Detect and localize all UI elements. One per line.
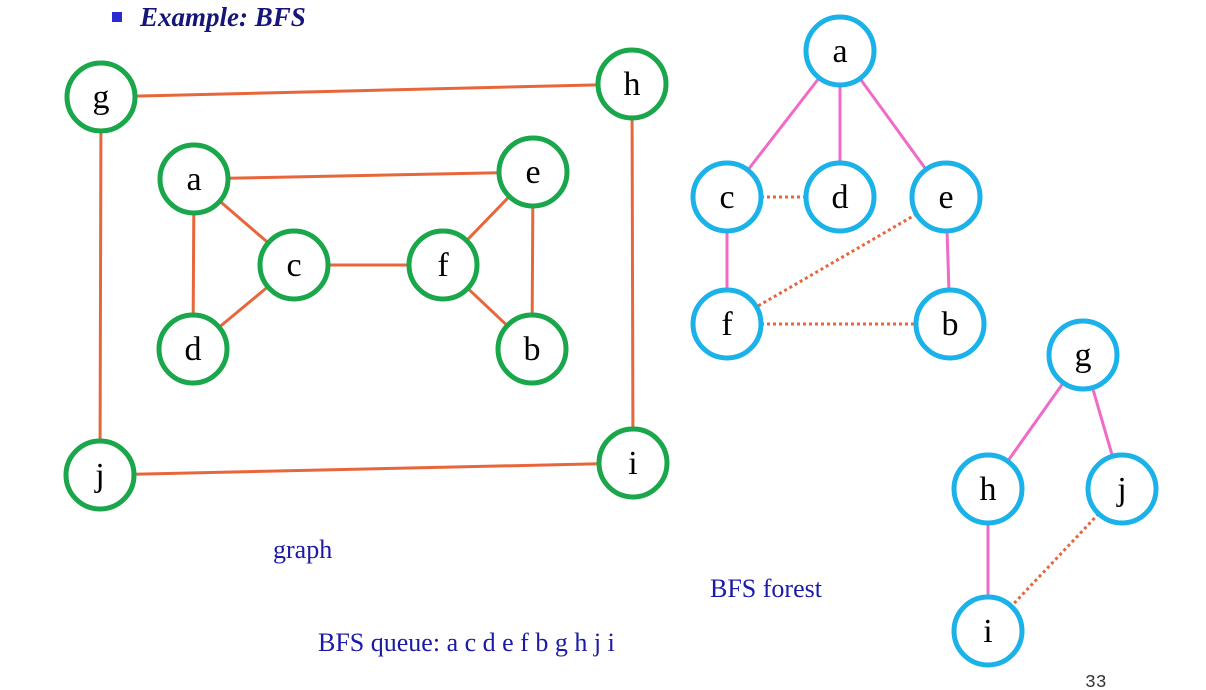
graph-node-label: j xyxy=(94,457,104,494)
queue-caption: BFS queue: a c d e f b g h j i xyxy=(318,628,615,657)
graph-node-circle xyxy=(257,228,331,302)
forest-node-circle xyxy=(1085,452,1159,526)
graph-node-label: c xyxy=(286,247,301,284)
tree-edge-a-e xyxy=(858,77,928,171)
forest-node-circle xyxy=(951,594,1025,668)
tree-edge-g-j xyxy=(1091,387,1114,457)
graph-node-h: h xyxy=(595,47,669,121)
forest-node-a: a xyxy=(803,14,877,88)
graph-node-circle xyxy=(64,60,138,134)
graph-node-circle xyxy=(406,228,480,302)
forest-node-g: g xyxy=(1046,318,1120,392)
forest-node-label: h xyxy=(980,471,997,508)
graph-edge-a-d xyxy=(191,212,196,316)
graph-node-label: g xyxy=(93,79,110,116)
forest-node-circle xyxy=(803,160,877,234)
graph-node-label: b xyxy=(524,331,541,368)
graph-node-e: e xyxy=(496,135,570,209)
graph-edge-f-e xyxy=(465,195,511,242)
slide-heading: Example: BFS xyxy=(112,2,306,33)
tree-edge-e-b xyxy=(945,230,951,291)
forest-node-circle xyxy=(1046,318,1120,392)
graph-node-i: i xyxy=(596,426,670,500)
forest-node-e: e xyxy=(909,160,983,234)
graph-node-label: a xyxy=(186,161,201,198)
forest-node-circle xyxy=(690,160,764,234)
graph-node-label: d xyxy=(185,331,202,368)
graph-node-a: a xyxy=(157,142,231,216)
forest-node-h: h xyxy=(951,452,1025,526)
heading-text: Example: BFS xyxy=(140,2,306,32)
forest-node-circle xyxy=(690,287,764,361)
graph-node-b: b xyxy=(495,312,569,386)
graph-node-label: e xyxy=(525,154,540,191)
forest-node-label: i xyxy=(983,613,992,650)
graph-node-f: f xyxy=(406,228,480,302)
forest-node-j: j xyxy=(1085,452,1159,526)
forest-node-label: g xyxy=(1075,337,1092,374)
graph-edge-a-c xyxy=(218,200,270,244)
non-tree-edge-e-f xyxy=(755,212,918,309)
non-tree-edge-j-i xyxy=(1010,512,1100,608)
forest-node-c: c xyxy=(690,160,764,234)
graph-edge-h-i xyxy=(630,117,635,430)
graph-node-g: g xyxy=(64,60,138,134)
graph-node-j: j xyxy=(63,438,137,512)
forest-node-label: b xyxy=(942,306,959,343)
graph-node-d: d xyxy=(156,312,230,386)
graph-edge-f-b xyxy=(466,287,509,327)
graph-edge-a-e xyxy=(227,171,500,180)
graph-edge-g-j xyxy=(98,130,103,442)
forest-node-label: e xyxy=(938,179,953,216)
graph-node-circle xyxy=(595,47,669,121)
graph-edge-g-h xyxy=(134,83,599,98)
graph-edge-c-d xyxy=(218,285,269,329)
graph-node-circle xyxy=(156,312,230,386)
graph-node-circle xyxy=(63,438,137,512)
forest-node-label: f xyxy=(721,306,733,343)
forest-node-circle xyxy=(909,160,983,234)
bullet-icon xyxy=(112,11,122,22)
graph-node-circle xyxy=(495,312,569,386)
forest-node-f: f xyxy=(690,287,764,361)
forest-node-label: j xyxy=(1116,471,1126,508)
forest-node-d: d xyxy=(803,160,877,234)
forest-node-circle xyxy=(803,14,877,88)
forest-caption: BFS forest xyxy=(710,574,822,603)
page-number: 33 xyxy=(1085,673,1107,690)
graph-node-circle xyxy=(157,142,231,216)
forest-node-label: c xyxy=(719,179,734,216)
forest-node-circle xyxy=(951,452,1025,526)
forest-node-b: b xyxy=(913,287,987,361)
graph-node-circle xyxy=(496,135,570,209)
forest-node-label: d xyxy=(832,179,849,216)
graph-node-c: c xyxy=(257,228,331,302)
tree-edge-g-h xyxy=(1006,381,1065,463)
forest-node-label: a xyxy=(832,33,847,70)
graph-node-circle xyxy=(596,426,670,500)
graph-caption: graph xyxy=(273,535,333,564)
graph-edge-j-i xyxy=(133,462,600,476)
forest-node-circle xyxy=(913,287,987,361)
graph-node-label: i xyxy=(628,445,637,482)
graph-node-label: f xyxy=(437,247,449,284)
forest-node-i: i xyxy=(951,594,1025,668)
graph-node-label: h xyxy=(624,66,641,103)
graph-edge-e-b xyxy=(530,205,535,316)
tree-edge-a-c xyxy=(746,76,821,172)
